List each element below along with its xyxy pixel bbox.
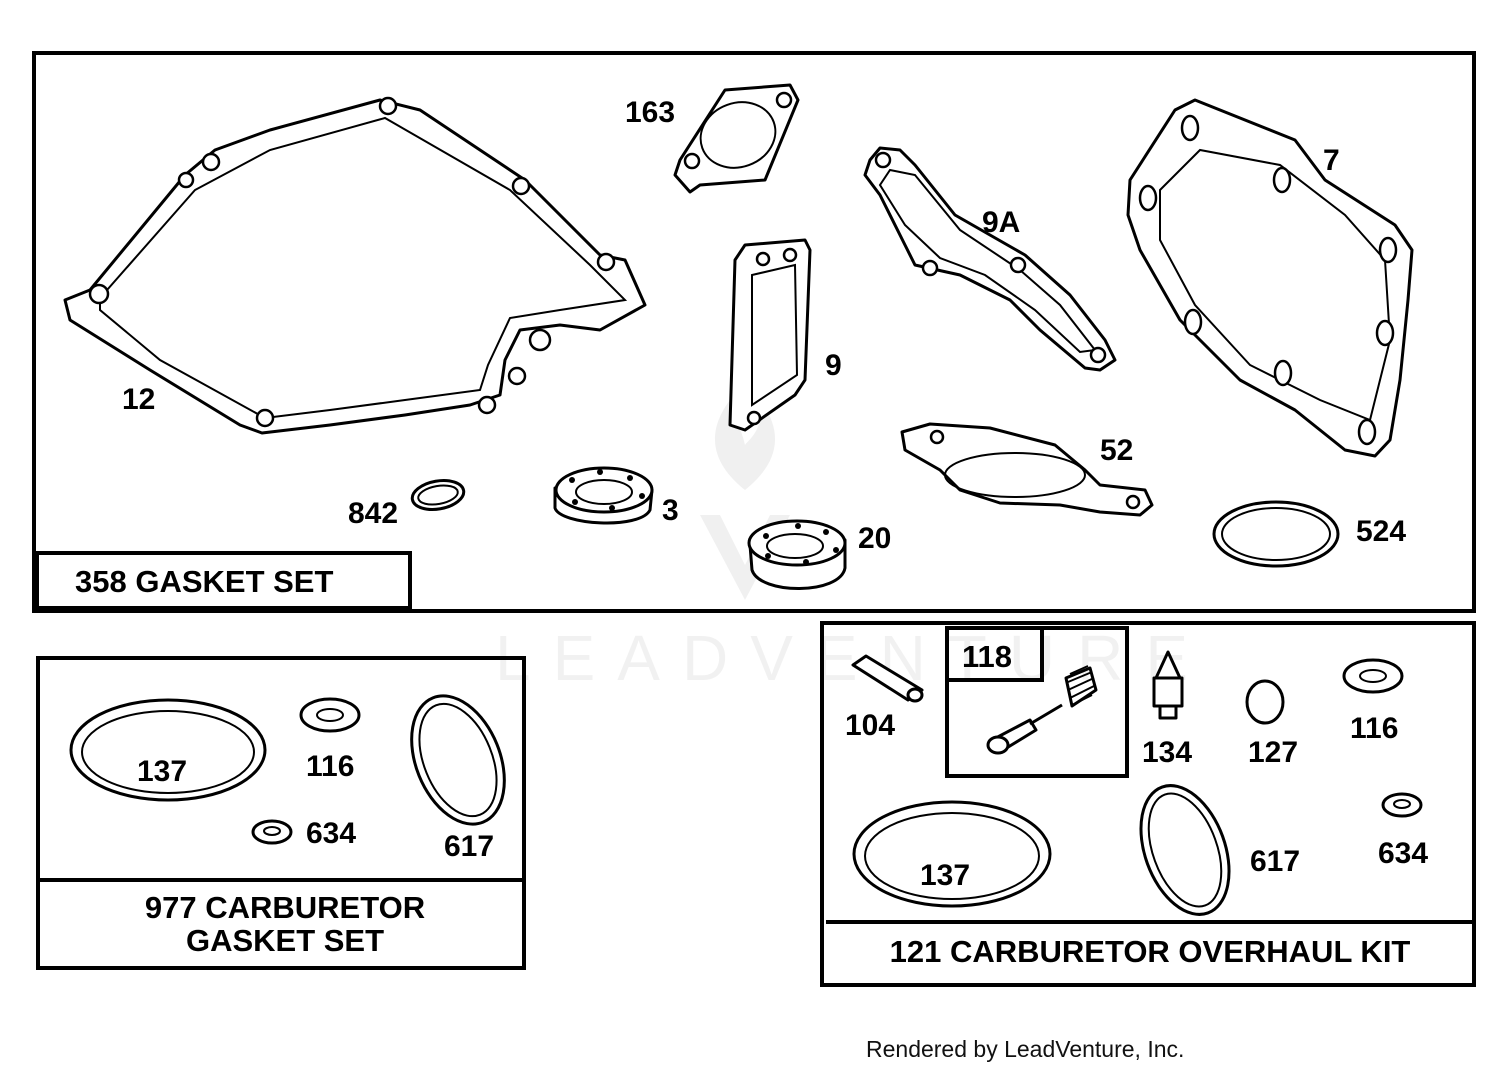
part-9-gasket bbox=[728, 238, 812, 432]
part-617-ring-kit bbox=[1139, 784, 1231, 916]
part-116-washer bbox=[299, 697, 361, 733]
panel-overhaul-kit-frame bbox=[820, 621, 1476, 987]
part-127-plug bbox=[1245, 679, 1285, 725]
caption-box bbox=[35, 551, 412, 610]
label-52: 52 bbox=[1100, 434, 1133, 467]
part-163-gasket bbox=[673, 83, 800, 194]
part-7-head-gasket bbox=[1126, 98, 1414, 458]
part-104-pin bbox=[851, 654, 924, 703]
label-137: 137 bbox=[137, 755, 187, 788]
watermark-text: LEADVENTURE bbox=[495, 622, 1210, 694]
part-842-ring bbox=[410, 478, 466, 512]
label-20: 20 bbox=[858, 522, 891, 555]
panel-carburetor-gasket-set: 977 CARBURETOR GASKET SET 137 116 634 61… bbox=[36, 656, 526, 970]
label-137-kit: 137 bbox=[920, 859, 970, 892]
part-524-ring bbox=[1212, 500, 1340, 568]
label-9: 9 bbox=[825, 349, 842, 382]
label-12: 12 bbox=[122, 383, 155, 416]
label-9a: 9A bbox=[982, 206, 1020, 239]
part-idle-mixture-screw bbox=[986, 703, 1063, 755]
panel-caption: 121 CARBURETOR OVERHAUL KIT bbox=[890, 934, 1411, 969]
footer-credit: Rendered by LeadVenture, Inc. bbox=[866, 1036, 1185, 1062]
part-52-gasket bbox=[900, 422, 1154, 517]
label-524: 524 bbox=[1356, 515, 1406, 548]
label-127: 127 bbox=[1248, 736, 1298, 769]
label-104: 104 bbox=[845, 709, 895, 742]
subkit-118-label-box bbox=[945, 626, 1044, 682]
label-116-kit: 116 bbox=[1350, 712, 1398, 745]
label-617-kit: 617 bbox=[1250, 845, 1300, 878]
panel-carburetor-gasket-set-frame bbox=[36, 656, 526, 970]
part-spring bbox=[1064, 665, 1098, 708]
subkit-118-label: 118 bbox=[962, 639, 1012, 674]
panel-gasket-set: 358 GASKET SET 12 163 bbox=[32, 51, 1476, 613]
part-617-ring bbox=[410, 694, 506, 826]
part-116-washer-kit bbox=[1342, 658, 1404, 694]
part-9a-gasket bbox=[863, 146, 1117, 372]
part-20-oil-seal bbox=[747, 519, 847, 590]
label-116: 116 bbox=[306, 750, 354, 783]
label-634: 634 bbox=[306, 817, 356, 850]
label-634-kit: 634 bbox=[1378, 837, 1428, 870]
panel-caption-line1: 977 CARBURETOR bbox=[145, 890, 425, 925]
part-137-gasket bbox=[69, 698, 267, 802]
part-137-gasket-kit bbox=[852, 800, 1052, 908]
panel-caption: 358 GASKET SET bbox=[75, 564, 333, 599]
part-12-crankcase-gasket bbox=[63, 96, 647, 435]
label-7: 7 bbox=[1323, 144, 1340, 177]
label-134: 134 bbox=[1142, 736, 1192, 769]
label-842: 842 bbox=[348, 497, 398, 530]
part-634-washer bbox=[251, 819, 293, 845]
panel-gasket-set-frame bbox=[32, 51, 1476, 613]
panel-carburetor-overhaul-kit: 121 CARBURETOR OVERHAUL KIT 118 104 134 bbox=[820, 621, 1476, 987]
label-617: 617 bbox=[444, 830, 494, 863]
part-134-needle bbox=[1152, 650, 1184, 720]
label-163: 163 bbox=[625, 96, 675, 129]
part-3-oil-seal bbox=[553, 466, 654, 525]
part-634-washer-kit bbox=[1381, 792, 1423, 818]
label-3: 3 bbox=[662, 494, 679, 527]
panel-caption-line2: GASKET SET bbox=[186, 923, 384, 958]
